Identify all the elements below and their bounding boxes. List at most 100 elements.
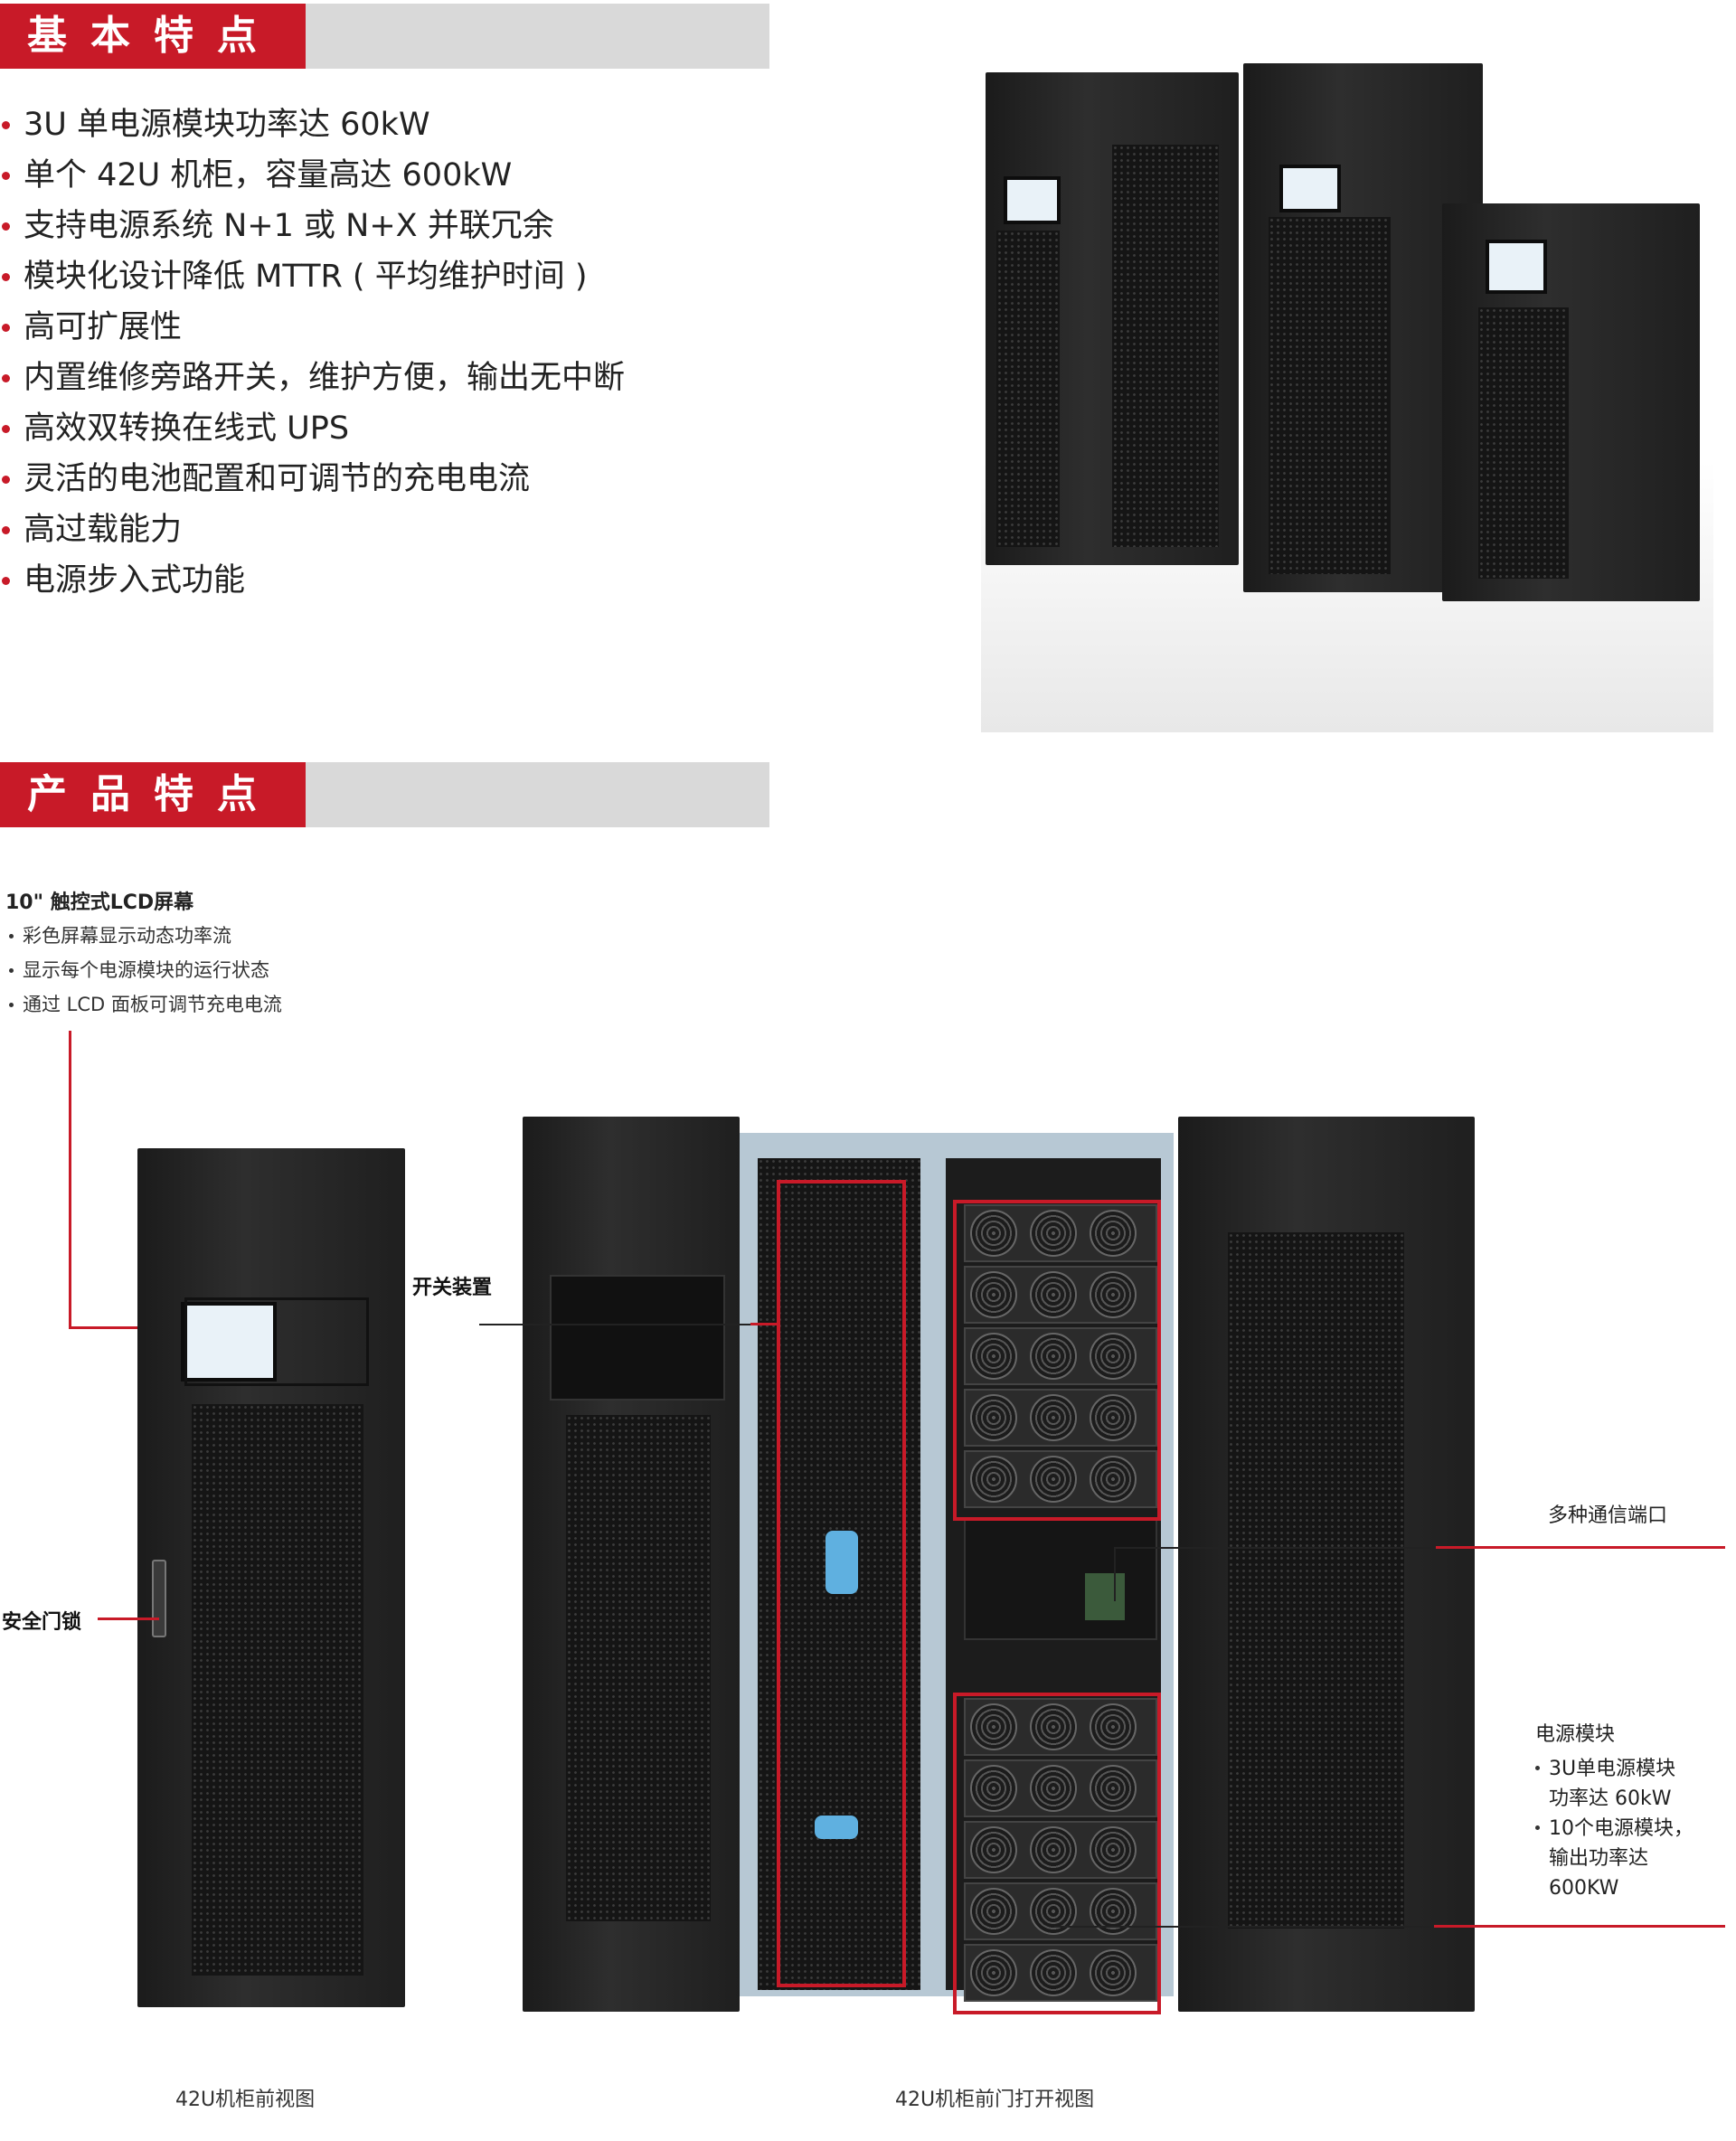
feature-item: 内置维修旁路开关，维护方便，输出无中断 xyxy=(0,353,625,403)
caption-open-view: 42U机柜前门打开视图 xyxy=(895,2089,1095,2111)
fan-icon xyxy=(970,1888,1017,1935)
fan-icon xyxy=(1030,1949,1077,1996)
fan-icon xyxy=(1030,1333,1077,1380)
cabinet-small xyxy=(1442,203,1700,601)
fan-icon xyxy=(970,1765,1017,1812)
bullet-icon xyxy=(1535,1766,1540,1770)
bullet-icon xyxy=(2,172,10,180)
bypass-switch xyxy=(826,1531,858,1594)
switchgear-highlight-box xyxy=(777,1180,906,1987)
bullet-icon xyxy=(1535,1825,1540,1830)
fan-icon xyxy=(970,1703,1017,1750)
lcd-callout-title: 10" 触控式LCD屏幕 xyxy=(5,891,194,914)
power-module-callout: 电源模块 3U单电源模块 功率达 60kW 10个电源模块， 输出功率达 600… xyxy=(1535,1718,1694,1903)
lcd-leader-line-horizontal xyxy=(69,1326,204,1329)
bullet-icon xyxy=(2,476,10,484)
basic-features-list: 3U 单电源模块功率达 60kW 单个 42U 机柜，容量高达 600kW 支持… xyxy=(0,99,625,606)
lcd-callout-item: 彩色屏幕显示动态功率流 xyxy=(5,919,282,953)
ups-cabinets-photo xyxy=(981,54,1713,732)
lcd-callout: 10" 触控式LCD屏幕 彩色屏幕显示动态功率流 显示每个电源模块的运行状态 通… xyxy=(5,886,282,1022)
fan-icon xyxy=(1090,1394,1137,1441)
basic-features-title: 基本特点 xyxy=(27,13,280,59)
bullet-icon xyxy=(9,968,14,973)
open-left-door xyxy=(523,1117,740,2012)
cabinet-large xyxy=(986,72,1239,565)
switch-cover xyxy=(550,1275,725,1401)
bullet-icon xyxy=(9,934,14,938)
lock-label: 安全门锁 xyxy=(2,1611,82,1634)
header-accent-block xyxy=(0,762,306,827)
feature-item: 灵活的电池配置和可调节的充电电流 xyxy=(0,454,625,505)
power-module-leader-line-black xyxy=(1054,1926,1434,1928)
cabinet-lcd xyxy=(1004,176,1061,224)
fan-icon xyxy=(1030,1210,1077,1257)
fan-icon xyxy=(1090,1333,1137,1380)
fan-icon xyxy=(1030,1271,1077,1318)
feature-item: 单个 42U 机柜，容量高达 600kW xyxy=(0,150,625,201)
cabinet-perforation xyxy=(1269,217,1391,574)
lcd-callout-item: 通过 LCD 面板可调节充电电流 xyxy=(5,987,282,1022)
product-features-title: 产品特点 xyxy=(27,771,280,817)
lock-leader-line xyxy=(98,1618,159,1620)
cabinet-open-view xyxy=(523,1117,1477,2021)
cabinet-perforation xyxy=(996,231,1060,547)
cabinet-front-view xyxy=(137,1148,405,2007)
communication-board xyxy=(964,1519,1157,1640)
bullet-icon xyxy=(2,222,10,231)
upper-modules-highlight-box xyxy=(953,1200,1161,1521)
bullet-icon xyxy=(9,1003,14,1007)
switchgear-leader-line-black xyxy=(479,1324,778,1325)
fan-icon xyxy=(970,1394,1017,1441)
power-module-item: 3U单电源模块 xyxy=(1535,1754,1694,1784)
front-door-handle xyxy=(152,1560,166,1637)
cabinet-perforation xyxy=(1478,307,1569,579)
product-features-header: 产品特点 xyxy=(0,762,769,827)
open-right-door xyxy=(1178,1117,1475,2012)
fan-icon xyxy=(1090,1765,1137,1812)
output-switch xyxy=(815,1816,858,1839)
switchgear-label: 开关装置 xyxy=(412,1277,493,1299)
comm-ports-label: 多种通信端口 xyxy=(1548,1504,1668,1527)
header-accent-block xyxy=(0,4,306,69)
fan-icon xyxy=(970,1210,1017,1257)
bullet-icon xyxy=(2,121,10,129)
left-door-perforation xyxy=(566,1415,711,1921)
comm-leader-line-black xyxy=(1114,1547,1436,1549)
cabinet-perforation xyxy=(1112,145,1219,547)
fan-icon xyxy=(1030,1765,1077,1812)
bullet-icon xyxy=(2,577,10,585)
bullet-icon xyxy=(2,374,10,382)
fan-icon xyxy=(1030,1703,1077,1750)
feature-item: 高效双转换在线式 UPS xyxy=(0,403,625,454)
fan-icon xyxy=(970,1949,1017,1996)
caption-front-view: 42U机柜前视图 xyxy=(175,2089,316,2111)
fan-icon xyxy=(970,1456,1017,1503)
feature-item: 高过载能力 xyxy=(0,505,625,555)
power-module-item-cont: 600KW xyxy=(1549,1877,1619,1900)
switchgear-leader-line-red xyxy=(750,1323,778,1325)
fan-icon xyxy=(1090,1888,1137,1935)
feature-item: 电源步入式功能 xyxy=(0,555,625,606)
bullet-icon xyxy=(2,526,10,534)
power-module-item: 10个电源模块， xyxy=(1535,1814,1694,1844)
fan-icon xyxy=(970,1826,1017,1873)
fan-icon xyxy=(970,1271,1017,1318)
power-module-leader-line-red xyxy=(1434,1925,1725,1928)
fan-icon xyxy=(1090,1703,1137,1750)
fan-icon xyxy=(1030,1394,1077,1441)
fan-icon xyxy=(1090,1271,1137,1318)
comm-leader-line-red xyxy=(1436,1546,1725,1549)
comm-card xyxy=(1085,1573,1125,1620)
power-module-item-cont: 输出功率达 xyxy=(1549,1847,1649,1870)
power-module-item-cont: 功率达 60kW xyxy=(1549,1787,1672,1810)
power-module-title: 电源模块 xyxy=(1535,1723,1616,1746)
fan-icon xyxy=(970,1333,1017,1380)
fan-icon xyxy=(1090,1456,1137,1503)
basic-features-header: 基本特点 xyxy=(0,4,769,69)
comm-leader-line-vertical xyxy=(1114,1547,1116,1601)
lcd-leader-line-vertical xyxy=(69,1031,71,1329)
bullet-icon xyxy=(2,425,10,433)
lower-modules-highlight-box xyxy=(953,1693,1161,2014)
front-lcd-screen xyxy=(181,1302,277,1382)
front-door-perforation xyxy=(192,1404,363,1976)
